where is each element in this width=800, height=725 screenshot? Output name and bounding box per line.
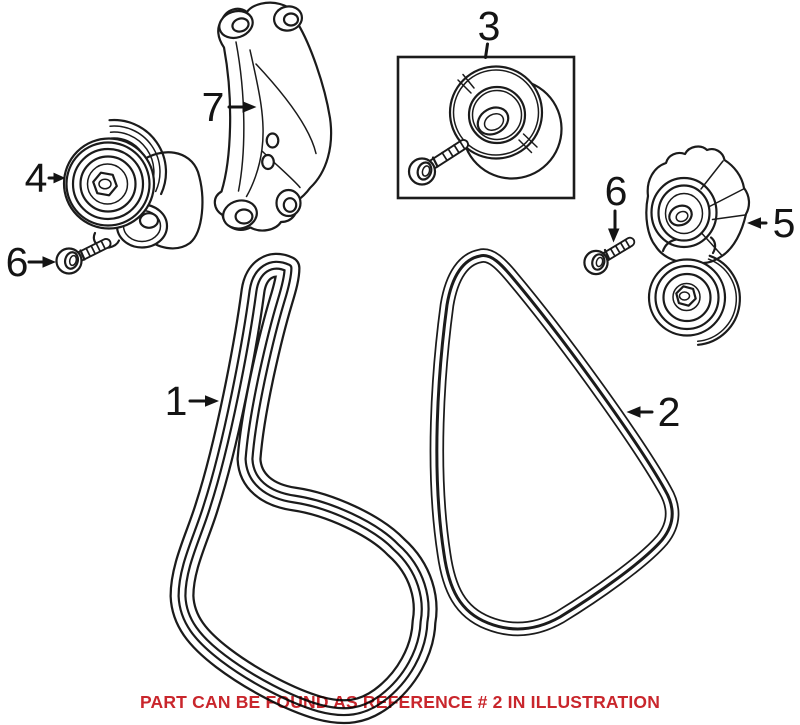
callout-arrowhead [53,172,66,184]
pulley-wedge [457,73,475,94]
callout-5: 5 [747,200,795,246]
callout-6-right: 6 [605,168,628,243]
bolt-part-6-left-drawing [55,238,112,275]
belt-part-2-drawing [429,248,680,637]
callout-1: 1 [165,378,219,424]
callout-label-6-right: 6 [605,168,628,214]
callout-label-1: 1 [165,378,188,424]
callout-arrowhead [608,228,620,243]
bracket-hole [261,153,275,171]
upper-hub-hole [668,204,693,227]
bracket-part-7-drawing [213,1,333,232]
idler-pulley-box-part-3 [396,55,576,200]
callout-arrowhead [42,256,56,268]
bolt-socket [63,251,80,270]
callout-label-5: 5 [773,200,796,246]
housing-tab [709,236,717,255]
callout-3: 3 [478,3,501,59]
tensioner-pulley-face [62,137,156,230]
bolt-part-6-right-drawing [583,236,636,276]
callout-2: 2 [626,389,681,435]
callout-label-4: 4 [25,155,48,201]
bracket-boss-bottom-left [222,199,258,230]
tensioner-part-4-drawing [62,118,204,250]
bracket-boss-top-right [272,5,304,32]
bracket-rib [235,41,245,192]
reference-note: PART CAN BE FOUND AS REFERENCE # 2 IN IL… [139,692,661,712]
pulley-ring [467,85,527,145]
callout-label-7: 7 [202,84,225,130]
disc-hole [138,212,160,229]
callout-arrowhead [626,406,641,418]
callout-arrowhead [747,217,761,229]
tensioner-upper-face [650,176,718,249]
pulley-bore [476,106,510,136]
callout-6-left: 6 [6,239,56,285]
idler-pulley-drawing [448,65,563,180]
bracket-hole [265,132,280,149]
pulley-face [448,65,544,160]
bracket-ridge-upper [255,63,317,155]
housing-tab [661,238,678,253]
pulley-ring [471,89,523,141]
callout-arrowhead [205,395,219,407]
callout-arrowhead [242,101,257,113]
bolt-socket [591,253,606,271]
pulley-bore-inner [483,112,505,132]
bracket-boss-top-left [218,9,254,40]
pulley-rib [696,258,738,343]
callout-label-3: 3 [478,3,501,49]
pulley-rib [696,254,741,346]
bracket-contour [245,49,264,198]
bolt-socket [416,161,433,181]
callout-leader-line [484,42,489,59]
bracket-boss-bottom-right [275,188,302,218]
housing-facets [700,160,746,256]
tensioner-lower-pulley [647,254,741,346]
bolt-collar [603,248,611,260]
callout-4: 4 [25,155,66,201]
belt-part-1-drawing [169,252,438,725]
tensioner-housing [645,145,751,265]
pulley-hex-bolt [675,285,697,307]
callout-7: 7 [202,84,257,130]
bolt-collar [431,156,439,168]
tensioner-center-nut [92,171,118,197]
bolt-collar [79,249,86,261]
tensioner-part-5-drawing [645,145,751,346]
pulley-face-rim [452,69,540,156]
idler-bolt-drawing [407,139,469,186]
callout-label-2: 2 [658,389,681,435]
callout-label-6-left: 6 [6,239,29,285]
pulley-wedge [518,133,538,154]
bolt-socket-inner [421,165,431,177]
